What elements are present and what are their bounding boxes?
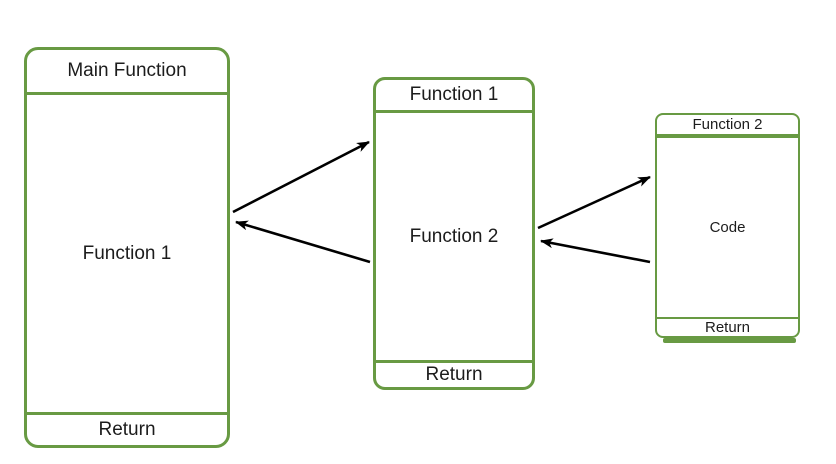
stack-frame-function-1: Function 1 Function 2 Return	[373, 77, 535, 390]
return-arrow-function1-to-main	[235, 220, 371, 264]
frame-body-label: Code	[709, 219, 746, 236]
frame-header-label: Function 1	[376, 80, 532, 113]
return-arrow-function2-to-function1	[540, 238, 651, 264]
frame-header-label: Function 2	[657, 115, 798, 138]
frame-body-label: Function 2	[409, 225, 499, 247]
stack-frame-function-2: Function 2 Code Return	[655, 113, 800, 343]
call-arrow-function1-to-function2	[537, 175, 651, 230]
call-arrow-main-to-function1	[232, 140, 370, 214]
frame-body-label: Function 1	[82, 242, 172, 264]
frame-return-label: Return	[657, 317, 798, 336]
frame-return-label: Return	[376, 360, 532, 387]
stack-frame-main-function: Main Function Function 1 Return	[24, 47, 230, 448]
frame-return-label: Return	[27, 412, 227, 445]
frame-header-label: Main Function	[27, 50, 227, 95]
